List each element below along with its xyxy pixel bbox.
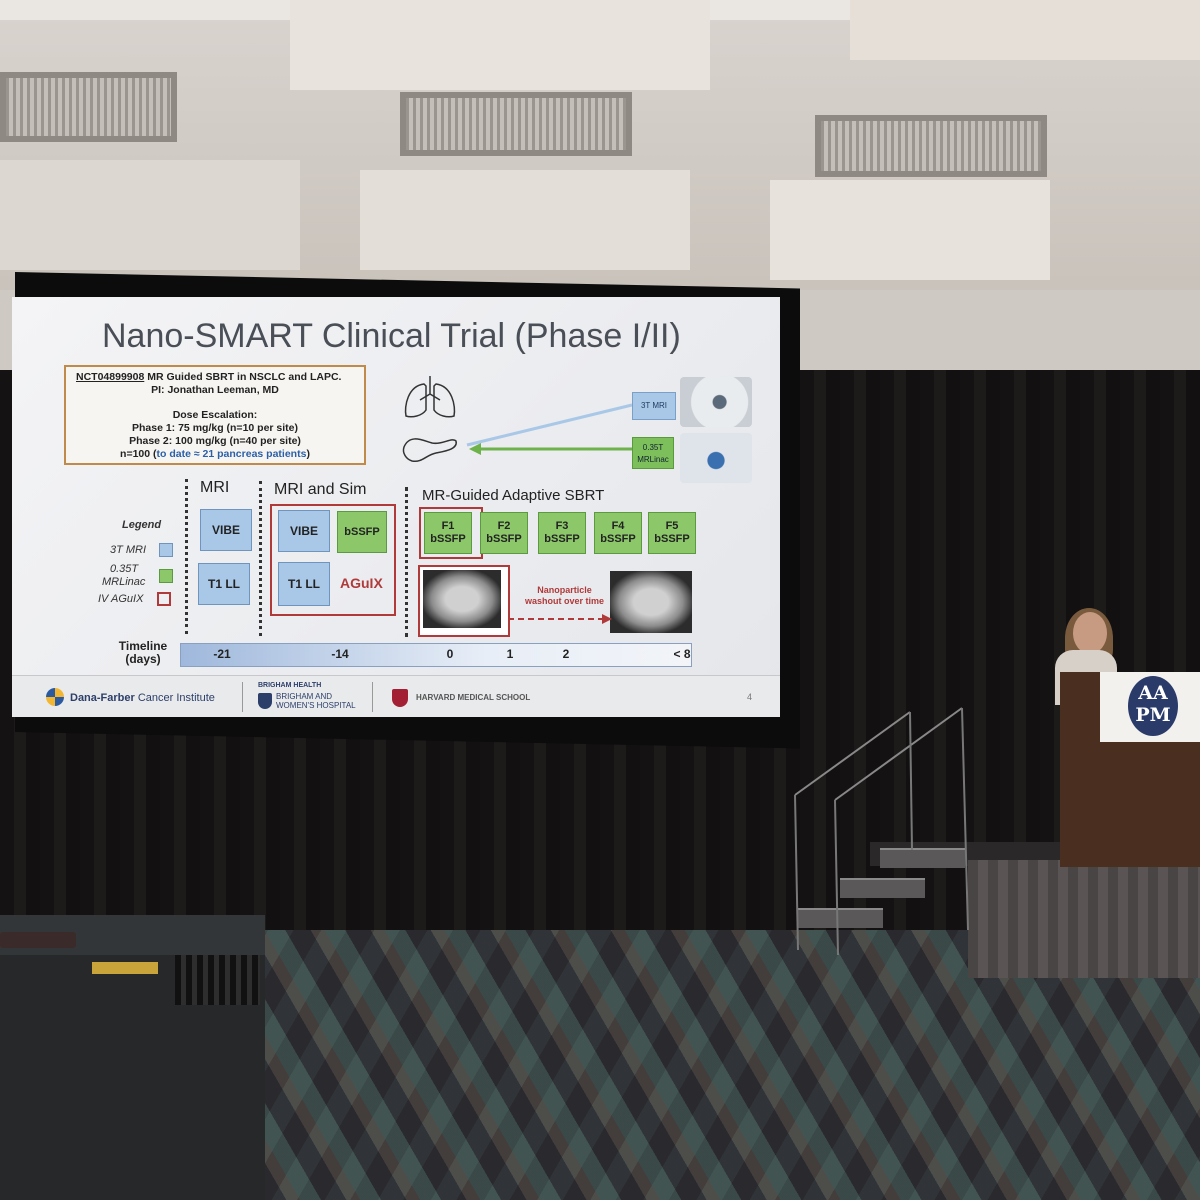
dfci-logo-icon	[46, 688, 64, 706]
slide-footer: Dana-Farber Cancer Institute BRIGHAM HEA…	[12, 675, 780, 717]
lungs-icon	[404, 376, 456, 418]
ceiling	[0, 0, 1200, 300]
ceiling-vent	[0, 72, 177, 142]
legend-item-3t: 3T MRI	[110, 544, 147, 556]
stair-railing	[794, 707, 969, 956]
legend-swatch-blue	[159, 543, 173, 557]
presenter-head	[1073, 612, 1107, 654]
hms-shield-icon	[392, 689, 408, 707]
timeline-tick: -21	[213, 647, 231, 661]
box-sim-t1ll: T1 LL	[278, 562, 330, 606]
scanner-arrows-icon	[466, 403, 633, 455]
total-line: n=100 (to date ≈ 21 pancreas patients)	[120, 448, 310, 460]
ceiling-vent	[815, 115, 1047, 177]
pancreas-icon	[402, 438, 457, 463]
projector-ports	[175, 955, 260, 1005]
nct-number: NCT04899908	[76, 371, 145, 383]
legend-item-mrlinac-a: 0.35T	[110, 563, 139, 575]
aguix-label: AGuIX	[340, 575, 383, 591]
ct-image-with-nanoparticles	[423, 570, 501, 628]
timeline-tick: < 8	[673, 647, 691, 661]
box-t1ll: T1 LL	[198, 563, 250, 605]
mri-scanner-image	[680, 377, 752, 427]
legend-swatch-red	[157, 592, 171, 606]
remote-control	[0, 932, 76, 948]
timeline-tick: 0	[446, 647, 454, 661]
dose-header: Dose Escalation:	[172, 409, 258, 421]
projector-label	[92, 962, 158, 974]
timeline-tick: 1	[506, 647, 514, 661]
phase1-line: Phase 1: 75 mg/kg (n=10 per site)	[131, 422, 299, 434]
column-mri-sim: MRI and Sim	[274, 481, 367, 498]
dfci-name: Dana-Farber	[70, 692, 135, 704]
box-sim-vibe: VIBE	[278, 510, 330, 552]
phase2-line: Phase 2: 100 mg/kg (n=40 per site)	[129, 435, 301, 447]
hms-name: HARVARD MEDICAL SCHOOL	[416, 693, 531, 702]
slide-title: Nano-SMART Clinical Trial (Phase I/II)	[102, 317, 681, 355]
brigham-health: BRIGHAM HEALTH	[258, 682, 322, 689]
pi-line: PI: Jonathan Leeman, MD	[151, 384, 279, 396]
presentation-slide: Nano-SMART Clinical Trial (Phase I/II) N…	[12, 297, 780, 717]
legend-item-mrlinac-b: MRLinac	[102, 576, 146, 588]
divider	[405, 487, 408, 637]
label-3t-mri: 3T MRI	[632, 392, 676, 420]
mrlinac-image	[680, 433, 752, 483]
timeline-tick: -14	[331, 647, 349, 661]
aguix-frame	[270, 504, 396, 616]
legend-item-aguix: IV AGuIX	[98, 593, 144, 605]
stair-step	[840, 878, 925, 898]
ct-image-washout	[610, 571, 692, 633]
trial-info-box: NCT04899908 MR Guided SBRT in NSCLC and …	[64, 365, 366, 465]
legend-title: Legend	[122, 519, 162, 531]
column-sbrt: MR-Guided Adaptive SBRT	[422, 487, 605, 504]
bwh-shield-icon	[258, 693, 272, 709]
stage-skirt	[968, 860, 1200, 978]
ceiling-vent	[400, 92, 632, 156]
stair-step	[798, 908, 883, 928]
timeline-label: Timeline(days)	[118, 639, 168, 666]
washout-arrow-icon	[508, 614, 612, 624]
box-vibe: VIBE	[200, 509, 252, 551]
box-sim-bssfp: bSSFP	[337, 511, 387, 553]
stair-step	[880, 848, 965, 868]
page-number: 4	[747, 692, 753, 702]
legend-swatch-green	[159, 569, 173, 583]
divider	[185, 479, 188, 634]
timeline-bar	[180, 643, 692, 667]
divider	[259, 481, 262, 636]
column-mri: MRI	[200, 479, 230, 496]
timeline-tick: 2	[562, 647, 570, 661]
